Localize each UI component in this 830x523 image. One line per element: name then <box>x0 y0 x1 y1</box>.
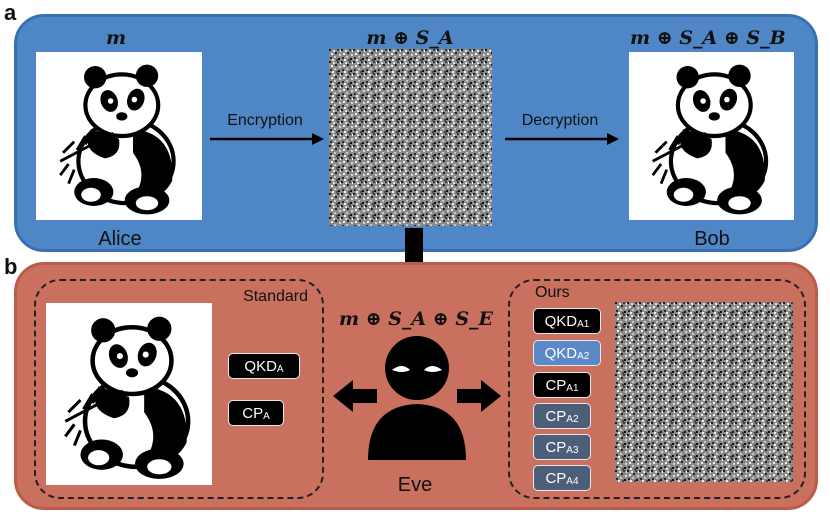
plaintext-caption: m <box>105 27 127 49</box>
alice-label: Alice <box>98 228 142 250</box>
encryption-arrow-icon <box>210 133 324 145</box>
ciphertext-caption: m ⊕ S_A <box>366 27 454 49</box>
alice-panda-image <box>36 52 202 220</box>
panda-icon <box>629 52 794 220</box>
panda-icon <box>36 52 202 220</box>
panel-b-label: b <box>4 254 18 279</box>
panda-icon <box>46 303 212 485</box>
ours-noise-image <box>615 302 793 482</box>
standard-scheme-box <box>34 279 324 499</box>
decryption-label: Decryption <box>521 112 599 129</box>
bob-panda-image <box>629 52 794 220</box>
standard-title: Standard <box>243 288 308 305</box>
eve-caption: m ⊕ S_A ⊕ S_E <box>338 308 494 330</box>
encrypted-noise-image <box>329 49 492 226</box>
decryption-arrow-icon <box>505 133 619 145</box>
panel-a-label: a <box>4 0 17 25</box>
ours-title: Ours <box>535 284 570 301</box>
ours-scheme-box <box>508 279 806 499</box>
standard-recovered-panda-image <box>46 303 212 485</box>
decrypted-caption: m ⊕ S_A ⊕ S_B <box>630 27 786 49</box>
right-arrow-icon <box>457 380 501 412</box>
encryption-label: Encryption <box>227 112 303 129</box>
left-arrow-icon <box>333 380 377 412</box>
eve-silhouette-icon <box>368 336 466 460</box>
eve-label: Eve <box>397 474 433 496</box>
bob-label: Bob <box>694 228 730 250</box>
